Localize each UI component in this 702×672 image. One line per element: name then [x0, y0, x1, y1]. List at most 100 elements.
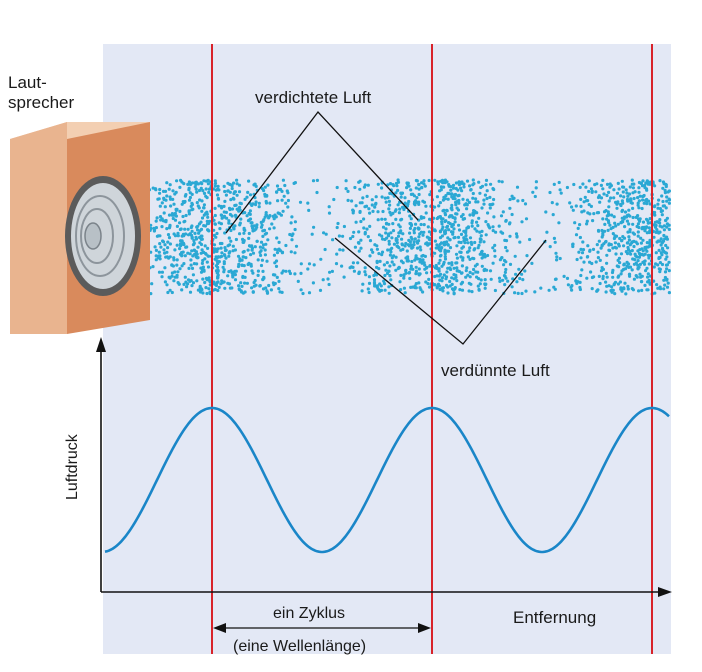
air-particle	[425, 271, 429, 275]
air-particle	[454, 200, 458, 204]
air-particle	[642, 262, 647, 266]
air-particle	[244, 256, 248, 260]
air-particle	[667, 269, 671, 273]
air-particle	[503, 283, 507, 287]
air-particle	[275, 251, 280, 255]
air-particle	[459, 282, 463, 286]
air-particle	[280, 250, 285, 254]
air-particle	[419, 222, 423, 227]
air-particle	[187, 209, 191, 213]
air-particle	[377, 267, 381, 271]
air-particle	[299, 262, 303, 266]
air-particle	[550, 201, 554, 205]
air-particle	[450, 214, 454, 218]
air-particle	[198, 284, 202, 288]
air-particle	[602, 192, 606, 196]
air-particle	[247, 261, 251, 265]
air-particle	[578, 285, 582, 290]
air-particle	[242, 226, 246, 230]
air-particle	[373, 284, 377, 288]
air-particle	[500, 180, 504, 184]
callout-compressed	[225, 110, 419, 234]
air-particle	[395, 241, 399, 245]
air-particle	[465, 238, 469, 242]
air-particle	[380, 237, 385, 241]
air-particle	[465, 207, 469, 211]
air-particle	[212, 243, 217, 247]
air-particle	[464, 275, 468, 279]
air-particle	[293, 251, 297, 255]
air-particle	[275, 236, 279, 240]
air-particle	[445, 225, 449, 229]
air-particle	[382, 279, 386, 283]
air-particle	[173, 218, 178, 222]
air-particle	[405, 186, 409, 190]
air-particle	[502, 274, 507, 278]
air-particle	[531, 190, 535, 194]
air-particle	[188, 195, 192, 200]
air-particle	[618, 236, 622, 241]
air-particle	[636, 196, 640, 200]
air-particle	[620, 179, 624, 183]
air-particle	[643, 252, 647, 256]
air-particle	[636, 222, 641, 226]
air-particle	[433, 239, 437, 243]
air-particle	[229, 239, 233, 243]
air-particle	[250, 286, 254, 290]
air-particle	[181, 200, 185, 204]
air-particle	[591, 219, 595, 223]
air-particle	[231, 249, 235, 253]
air-particle	[607, 190, 611, 194]
air-particle	[204, 286, 208, 290]
air-particle	[240, 290, 244, 294]
air-particle	[455, 256, 459, 260]
air-particle	[307, 291, 312, 295]
air-particle	[382, 263, 386, 267]
cycle-label: ein Zyklus	[273, 605, 346, 622]
air-particle	[506, 279, 510, 283]
air-particle	[579, 247, 583, 251]
air-particle	[467, 200, 472, 204]
air-particle	[508, 221, 512, 225]
air-particle	[450, 208, 454, 212]
air-particle	[477, 288, 481, 292]
air-particle	[242, 231, 246, 235]
air-particle	[471, 256, 475, 260]
air-particle	[335, 225, 339, 230]
air-particle	[613, 245, 617, 249]
wavelength-arrow	[213, 623, 431, 633]
air-particle	[437, 245, 441, 249]
air-particle	[565, 276, 570, 280]
air-particle	[452, 292, 456, 296]
air-particle	[387, 239, 391, 243]
air-particle	[178, 267, 182, 271]
air-particle	[257, 201, 261, 205]
air-particle	[375, 260, 379, 265]
air-particle	[428, 264, 432, 268]
air-particle	[477, 243, 481, 247]
air-particle	[196, 288, 200, 292]
air-particle	[245, 281, 249, 285]
air-particle	[610, 290, 614, 294]
air-particle	[632, 262, 637, 266]
air-particle	[485, 189, 489, 193]
air-particle	[558, 256, 562, 261]
air-particle	[175, 179, 179, 183]
air-particle	[222, 210, 226, 214]
air-particle	[582, 209, 586, 213]
air-particle	[448, 222, 452, 226]
air-particle	[281, 209, 285, 213]
air-particle	[417, 281, 421, 285]
air-particle	[342, 275, 346, 279]
air-particle	[517, 267, 521, 271]
air-particle	[662, 224, 667, 228]
air-particle	[659, 237, 663, 241]
air-particle	[421, 253, 425, 258]
air-particle	[454, 203, 458, 207]
air-particle	[484, 233, 488, 237]
air-particle	[615, 206, 619, 210]
air-particle	[364, 273, 368, 277]
air-particle	[216, 184, 220, 188]
air-particle	[446, 236, 450, 240]
air-particle	[274, 264, 279, 268]
